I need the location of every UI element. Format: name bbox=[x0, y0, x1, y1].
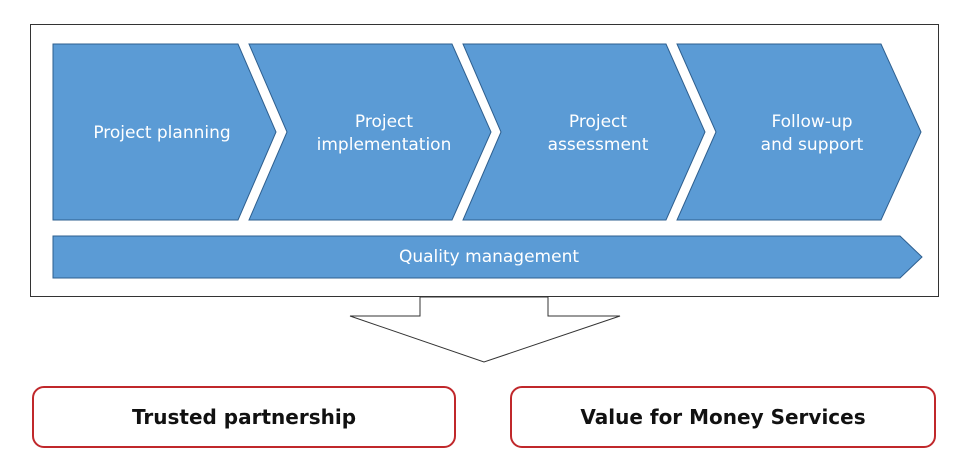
step-label-line2: implementation bbox=[317, 135, 452, 155]
step-project-assessment: Project assessment bbox=[462, 43, 706, 221]
outcome-label: Trusted partnership bbox=[131, 405, 357, 429]
step-project-planning: Project planning bbox=[52, 43, 277, 221]
chevron-shape bbox=[462, 43, 706, 221]
quality-arrow-shape bbox=[52, 235, 923, 279]
step-project-implementation: Project implementation bbox=[248, 43, 492, 221]
chevron-shape bbox=[52, 43, 277, 221]
down-arrow-icon bbox=[349, 296, 621, 363]
step-label-line2: assessment bbox=[548, 135, 649, 155]
step-follow-up-support: Follow-up and support bbox=[676, 43, 922, 221]
outcome-trusted-partnership: Trusted partnership bbox=[32, 386, 456, 448]
quality-management-label: Quality management bbox=[399, 247, 579, 267]
outcome-value-for-money: Value for Money Services bbox=[510, 386, 936, 448]
step-label-line1: Follow-up bbox=[771, 112, 852, 132]
step-label-line1: Project bbox=[569, 112, 627, 132]
chevron-shape bbox=[248, 43, 492, 221]
step-label-line1: Project bbox=[355, 112, 413, 132]
step-label-line1: Project planning bbox=[93, 123, 230, 143]
chevron-shape bbox=[676, 43, 922, 221]
step-label-line2: and support bbox=[761, 135, 864, 155]
quality-management-bar: Quality management bbox=[52, 235, 923, 279]
outcome-label: Value for Money Services bbox=[580, 405, 866, 429]
